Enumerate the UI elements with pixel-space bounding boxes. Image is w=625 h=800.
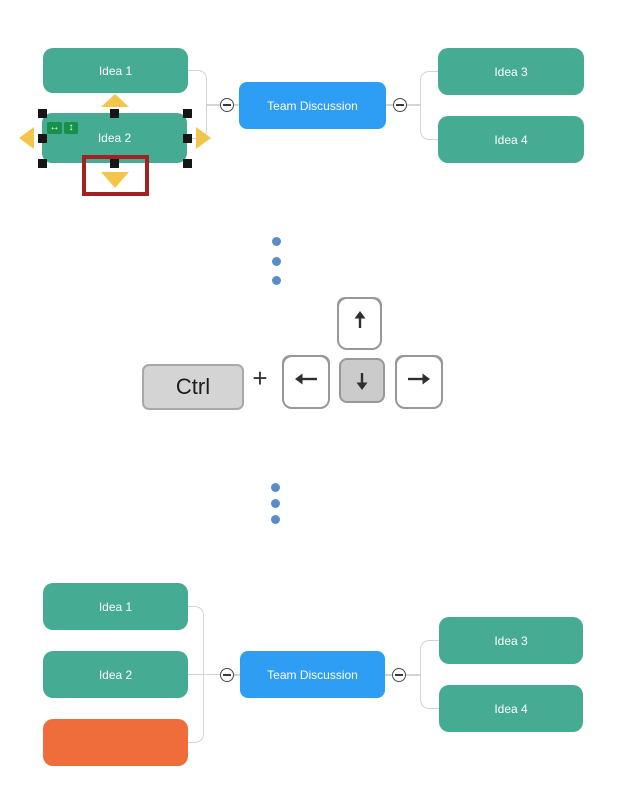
arrow-right-icon — [408, 373, 430, 384]
selection-handle[interactable] — [37, 108, 47, 118]
arrow-right-key — [395, 355, 443, 409]
dot — [272, 256, 281, 266]
dot — [272, 276, 281, 285]
topic-node-idea3[interactable]: Idea 3 — [438, 48, 584, 95]
dot — [271, 515, 280, 524]
collapse-minus-icon[interactable] — [220, 668, 234, 682]
add-node-right-arrow[interactable] — [196, 127, 211, 149]
selection-handle[interactable] — [182, 158, 192, 168]
ellipsis-dots — [271, 483, 280, 524]
connector — [420, 71, 438, 105]
topic-node-idea1[interactable]: Idea 1 — [43, 583, 188, 630]
topic-node-idea2-selected[interactable]: Idea 2 — [42, 113, 187, 163]
dot — [271, 483, 280, 492]
connector — [234, 674, 240, 676]
connector — [420, 675, 439, 709]
selection-handle[interactable] — [110, 158, 119, 168]
connector — [386, 104, 393, 106]
connector — [234, 104, 239, 106]
resize-height-icon[interactable]: ↕ — [64, 122, 78, 134]
arrow-down-key — [339, 358, 385, 403]
topic-node-idea4[interactable]: Idea 4 — [439, 685, 583, 732]
root-node-team-discussion[interactable]: Team Discussion — [240, 651, 385, 698]
ctrl-key: Ctrl — [142, 364, 244, 410]
add-node-left-arrow[interactable] — [19, 127, 34, 149]
arrow-left-key — [282, 355, 330, 409]
selection-handle[interactable] — [182, 108, 192, 118]
connector — [385, 674, 392, 676]
connector — [188, 70, 207, 105]
topic-node-idea4[interactable]: Idea 4 — [438, 116, 584, 163]
topic-node-idea3[interactable]: Idea 3 — [439, 617, 583, 664]
topic-node-idea1[interactable]: Idea 1 — [43, 48, 188, 93]
dot — [271, 499, 280, 508]
topic-node-idea2[interactable]: Idea 2 — [43, 651, 188, 698]
ellipsis-dots — [272, 237, 281, 285]
arrow-up-key — [337, 297, 382, 350]
selection-handle[interactable] — [37, 158, 47, 168]
collapse-minus-icon[interactable] — [220, 98, 234, 112]
connector — [420, 640, 439, 675]
highlight-rectangle — [82, 155, 149, 196]
add-node-up-arrow[interactable] — [101, 94, 129, 107]
add-node-down-arrow[interactable] — [101, 172, 129, 188]
new-topic-node[interactable] — [43, 719, 188, 766]
collapse-minus-icon[interactable] — [393, 98, 407, 112]
selection-handle[interactable] — [182, 133, 192, 143]
collapse-minus-icon[interactable] — [392, 668, 406, 682]
dot — [272, 237, 281, 246]
resize-width-icon[interactable]: ↔ — [47, 122, 62, 134]
arrow-down-icon — [356, 372, 368, 390]
plus-separator: + — [252, 362, 268, 393]
connector — [188, 674, 204, 743]
connector — [406, 674, 420, 676]
root-node-team-discussion[interactable]: Team Discussion — [239, 82, 386, 129]
arrow-up-icon — [354, 311, 365, 328]
connector — [188, 606, 204, 675]
selection-handle[interactable] — [110, 108, 119, 118]
connector — [207, 104, 220, 106]
connector — [420, 105, 438, 140]
selection-handle[interactable] — [37, 133, 47, 143]
connector — [188, 673, 220, 676]
connector — [407, 104, 420, 106]
arrow-left-icon — [295, 373, 317, 384]
